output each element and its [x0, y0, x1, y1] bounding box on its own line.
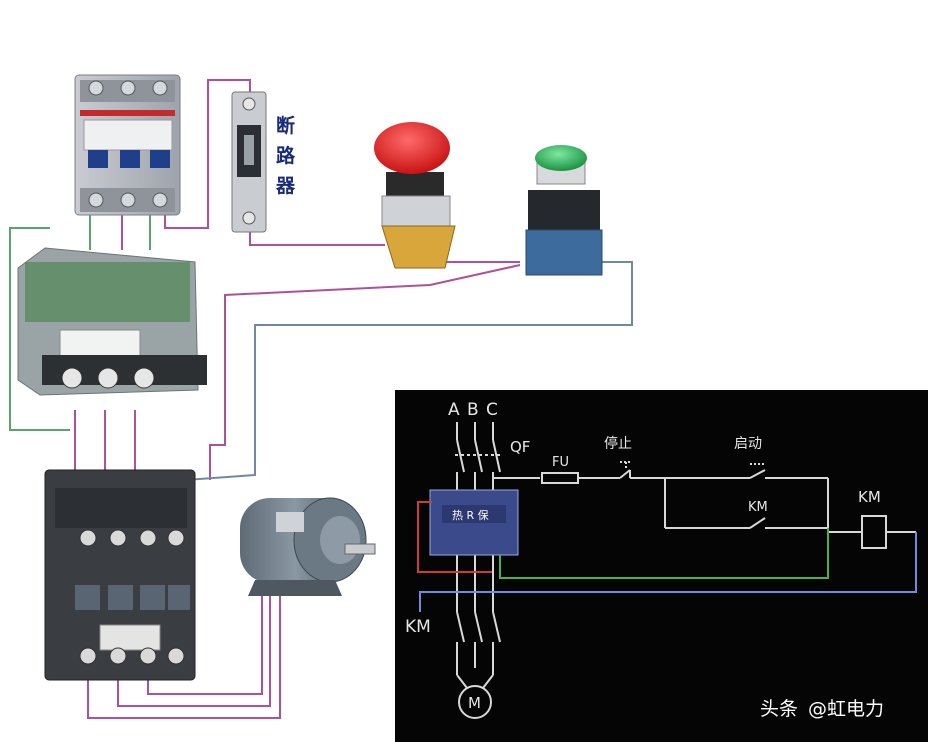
three-pole-breaker [74, 74, 181, 216]
wire-breaker-to-minibreaker [164, 79, 251, 229]
phase-label-a: A [448, 400, 460, 420]
start-label: 启动 [734, 436, 762, 452]
breaker-label-char-1: 断 [276, 114, 295, 137]
watermark-author: @虹电力 [808, 698, 884, 720]
watermark: 头条 @虹电力 [760, 698, 884, 720]
stop-label: 停止 [604, 435, 632, 452]
km-main-label: KM [405, 617, 431, 637]
qf-label: QF [510, 438, 530, 456]
breaker-label-char-3: 器 [275, 175, 296, 197]
motor-label: M [468, 694, 481, 712]
wire-contactor-to-motor-3 [147, 580, 263, 695]
breaker-label-char-2: 路 [276, 144, 296, 167]
field-wiring [9, 79, 633, 719]
stop-button [374, 122, 456, 269]
km-coil-label: KM [858, 488, 881, 506]
km-contact-label: KM [748, 500, 768, 515]
fu-label: FU [552, 455, 569, 470]
phase-label-b: B [467, 400, 479, 420]
wire-green-left [9, 227, 70, 431]
watermark-platform: 头条 [760, 698, 798, 720]
single-pole-breaker [231, 91, 267, 233]
wire-contactor-to-motor-1 [87, 580, 281, 719]
breaker-label: 断 路 器 [275, 114, 296, 197]
ac-contactor [44, 469, 196, 681]
relay-face-text: 热 R 保 [452, 508, 489, 522]
motor [240, 497, 376, 596]
thermal-relay [17, 247, 207, 396]
schematic-panel: A B C QF KM [395, 390, 928, 742]
wire-contactor-to-motor-2 [117, 580, 271, 707]
wire-start-to-contactor [209, 264, 521, 480]
wire-minibreaker-to-stop [249, 230, 385, 246]
phase-label-c: C [486, 400, 498, 420]
start-button [525, 145, 603, 276]
